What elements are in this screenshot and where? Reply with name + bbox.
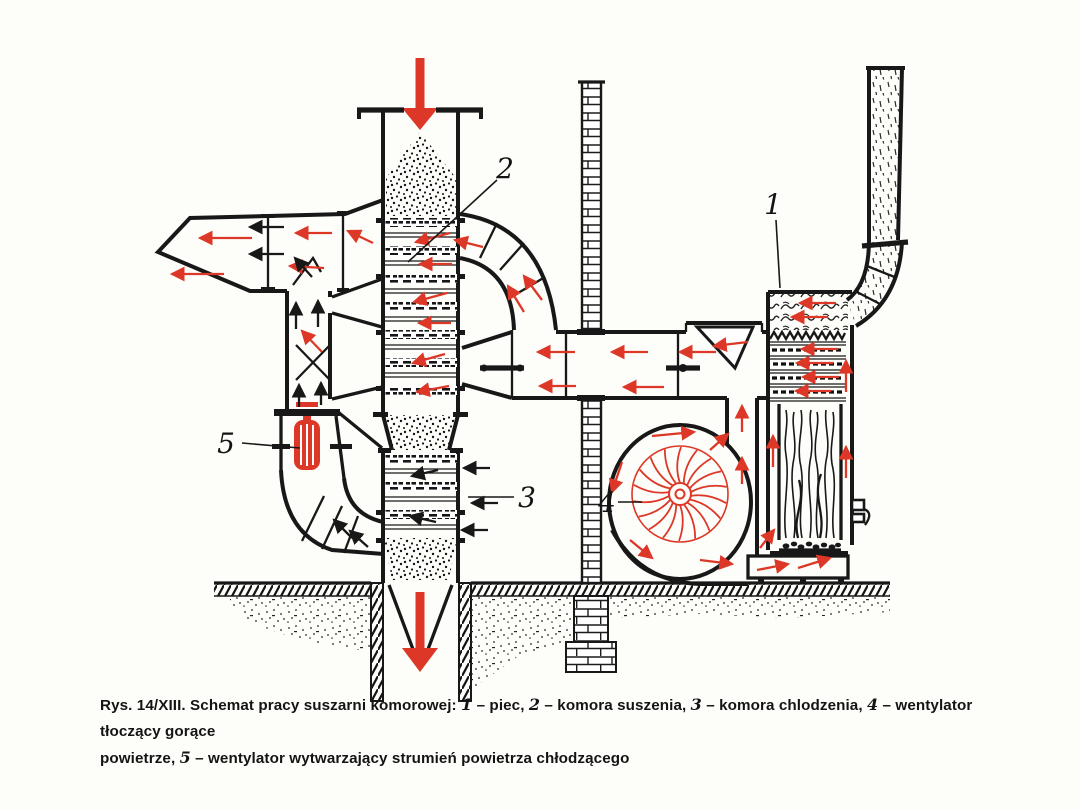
label-drying-chamber: 2	[495, 152, 514, 185]
grain-hopper	[386, 132, 456, 216]
caption-segment: – wentylator tłoczący gorące	[100, 697, 973, 740]
caption-segment: Rys. 14/XIII. Schemat pracy suszarni kom…	[100, 697, 462, 714]
cooling-fan-duct	[272, 255, 384, 556]
hot-air-fan	[607, 398, 759, 586]
furnace-door	[850, 498, 866, 512]
wall-foundation	[573, 595, 609, 643]
duct-elbow-to-column	[459, 212, 558, 331]
hot-air-duct	[461, 321, 768, 400]
hot-air-flow-arrows	[169, 225, 854, 574]
caption-segment: powietrze,	[100, 750, 180, 767]
label-cooling-fan: 5	[217, 427, 235, 460]
caption-segment: – wentylator wytwarzający strumień powie…	[190, 750, 630, 767]
discharge-hopper	[384, 538, 457, 580]
subsoil-right	[608, 596, 890, 618]
coals	[782, 541, 841, 550]
label-hot-air-fan: 4	[597, 486, 616, 519]
fan5-mount-plate	[274, 409, 340, 416]
drying-chamber-layers	[385, 218, 457, 395]
cooling-air-flow-arrows	[247, 219, 498, 548]
caption-part-number: 4	[867, 695, 879, 714]
firebox-flames	[784, 409, 836, 539]
furnace-plinth	[746, 554, 850, 580]
brick-wall	[577, 80, 605, 585]
caption-part-number: 3	[690, 695, 702, 714]
caption-segment: – piec,	[472, 697, 529, 714]
caption-part-number: 1	[461, 695, 473, 714]
figure-caption: Rys. 14/XIII. Schemat pracy suszarni kom…	[100, 692, 1010, 772]
chimney-pipe	[845, 66, 909, 328]
caption-segment: – komora suszenia,	[540, 697, 691, 714]
grain-discharge-arrow	[415, 592, 425, 650]
ground	[214, 581, 890, 702]
air-inlet-funnel	[693, 325, 756, 371]
caption-part-number: 2	[528, 695, 541, 714]
subsoil-left	[230, 596, 371, 652]
label-furnace: 1	[764, 188, 782, 221]
fan-impeller	[631, 445, 729, 543]
pit-wall-right	[458, 582, 472, 702]
subsoil-center	[471, 596, 574, 690]
door-handle	[863, 507, 871, 526]
drying-column	[357, 58, 483, 672]
caption-part-number: 5	[179, 748, 191, 767]
label-cooling-chamber: 3	[518, 481, 536, 514]
pit-wall-left	[370, 582, 384, 702]
part-labels: 1 2 3 4 5	[217, 152, 782, 519]
smoke-box	[770, 294, 848, 330]
grain-inlet-arrow	[415, 58, 425, 110]
exhaust-duct	[154, 198, 384, 293]
caption-segment: – komora chlodzenia,	[701, 697, 867, 714]
